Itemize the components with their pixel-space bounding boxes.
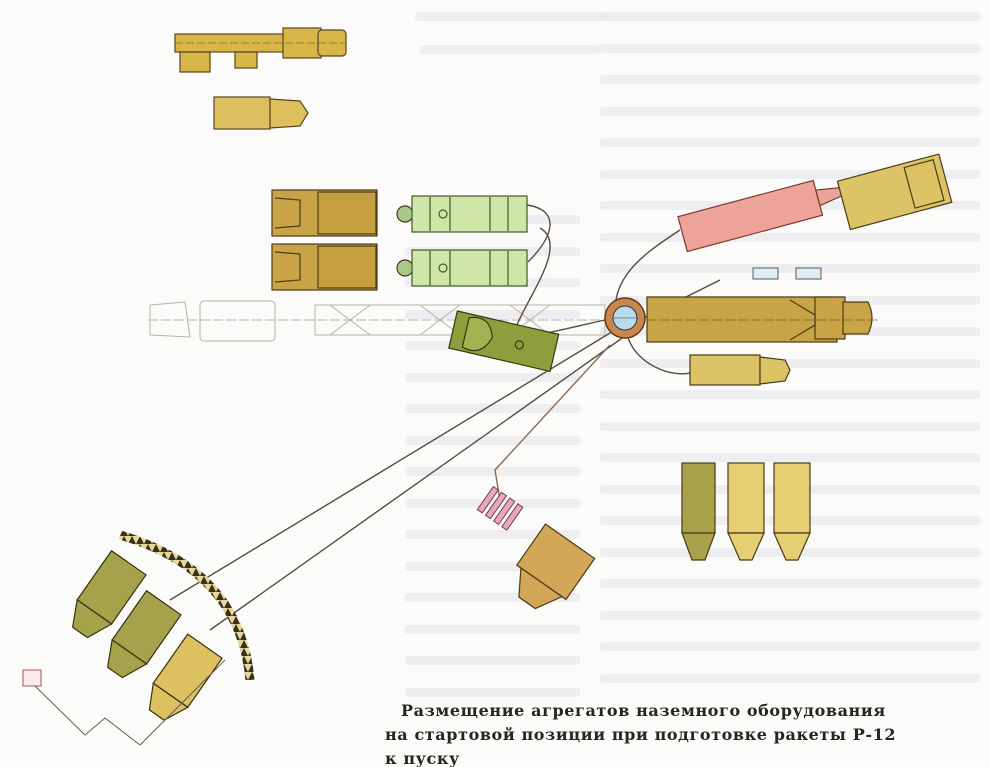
cable-coil (476, 485, 524, 531)
junction-box (22, 669, 42, 687)
ghost-line (600, 579, 980, 588)
ghost-line (600, 421, 980, 431)
ghost-line (600, 610, 980, 620)
caption-line-1: Размещение агрегатов наземного оборудова… (401, 701, 886, 720)
ghost-line (600, 673, 980, 683)
angled-vehicle (515, 523, 596, 610)
ghost-line (405, 498, 580, 508)
ghost-line (600, 358, 980, 368)
caption-line-2: на стартовой позиции при подготовке раке… (385, 725, 897, 767)
ghost-line (405, 309, 580, 319)
ghost-line (405, 593, 580, 602)
ghost-line (405, 687, 580, 697)
truck-below-transporter (689, 354, 791, 386)
ghost-line (600, 264, 980, 273)
ghost-line (405, 435, 580, 445)
bottom-left-vehicles (71, 549, 223, 721)
ghost-line (600, 75, 980, 84)
ghost-line (600, 232, 980, 242)
oxidizer-tanker (677, 179, 844, 253)
ghost-line (600, 169, 980, 179)
tractor-trailer-vehicle (174, 27, 347, 73)
ghost-line (415, 12, 605, 21)
ghost-line (600, 453, 980, 462)
ghost-line (600, 106, 980, 116)
control-vehicle (448, 310, 560, 373)
ghost-line (405, 561, 580, 571)
ghost-line (600, 642, 980, 651)
ground-cable (34, 659, 226, 746)
figure-caption: Размещение агрегатов наземного оборудова… (385, 699, 905, 767)
launch-pad (604, 297, 646, 339)
ghost-line (405, 372, 580, 382)
small-truck-top (213, 96, 309, 130)
fuel-tanker-1 (271, 189, 528, 237)
ghost-line (600, 12, 980, 21)
protective-arc (118, 530, 255, 681)
ghost-line (405, 530, 580, 539)
ghost-line (405, 467, 580, 476)
power-units-group (681, 462, 811, 561)
ghost-line (420, 45, 600, 54)
fuel-tanker-2 (271, 243, 528, 291)
ghost-line (600, 390, 980, 399)
small-vehicle (752, 267, 822, 280)
ghost-line (405, 624, 580, 634)
ghost-line (405, 404, 580, 413)
ghost-line (600, 43, 980, 53)
tow-truck (836, 153, 953, 231)
rocket-transporter (646, 296, 880, 343)
ghost-line (405, 656, 580, 665)
ghost-line (600, 138, 980, 147)
